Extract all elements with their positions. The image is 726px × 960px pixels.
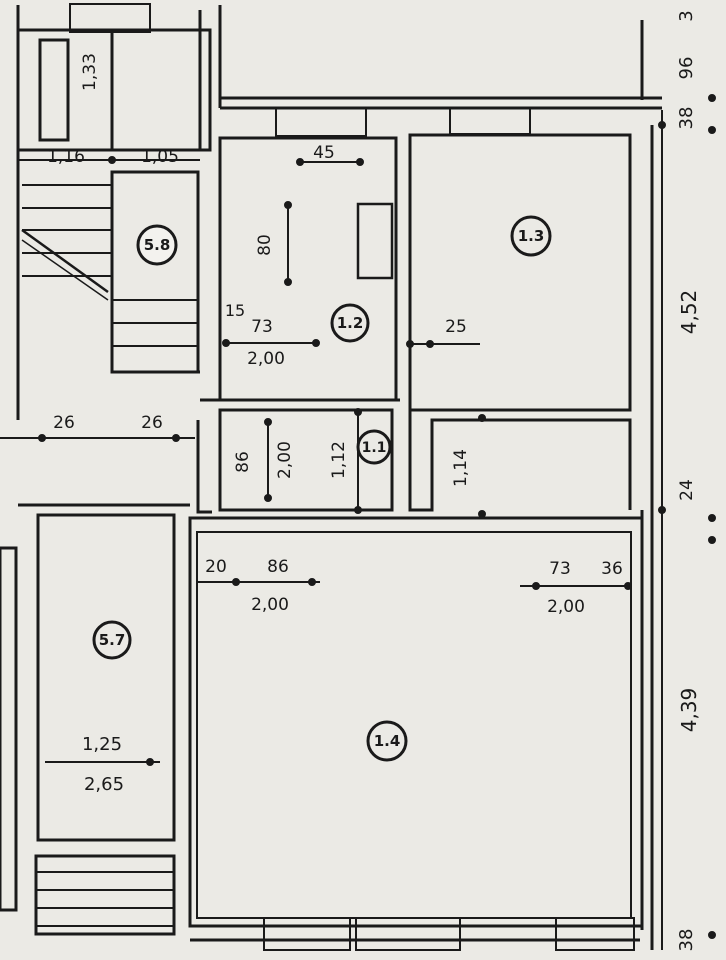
dim-96: 96 <box>676 57 697 80</box>
dim-2-65: 2,65 <box>84 774 124 795</box>
dim-4-39: 4,39 <box>677 688 701 733</box>
dim-4-52: 4,52 <box>677 290 701 335</box>
dim-80: 80 <box>255 234 275 256</box>
dim-20: 20 <box>205 557 227 577</box>
dim-73-upper: 73 <box>251 317 273 337</box>
room-1-4-label: 1.4 <box>366 720 408 762</box>
dim-25: 25 <box>445 317 467 337</box>
dimension-lines <box>0 45 716 950</box>
dimension-labels: 1,33 1,16 1,05 45 80 15 73 2,00 25 26 26… <box>47 10 701 951</box>
room-1-3-label: 1.3 <box>510 215 552 257</box>
dim-24: 24 <box>677 479 697 501</box>
dim-1-12: 1,12 <box>329 441 349 479</box>
dim-15: 15 <box>225 301 245 320</box>
wall-room-1-3 <box>408 133 632 412</box>
window-bottom-2 <box>355 917 461 951</box>
wall-room-5-7 <box>36 513 176 842</box>
dim-86-horizontal: 86 <box>267 557 289 577</box>
room-5-8-label: 5.8 <box>136 224 178 266</box>
wall-room-1-1 <box>218 408 394 512</box>
room-1-2-text: 1.2 <box>337 314 364 332</box>
room-5-8-text: 5.8 <box>144 236 171 254</box>
stair-treads-top <box>21 184 198 347</box>
wall-closet-inner <box>38 38 70 142</box>
dim-1-33: 1,33 <box>80 53 100 91</box>
dim-2-00-room-1-4-left: 2,00 <box>251 595 289 615</box>
dim-1-25: 1,25 <box>82 734 122 755</box>
dim-26-right: 26 <box>141 413 163 433</box>
wall-corridor-1-3 <box>408 410 632 512</box>
wall-door-jamb-left <box>196 420 212 514</box>
dim-3: 3 <box>676 10 697 21</box>
window-bottom-3 <box>555 917 635 951</box>
room-labels: 1.1 1.2 1.3 1.4 5.7 5.8 <box>92 215 552 762</box>
room-1-2-label: 1.2 <box>330 303 370 343</box>
window-top-1 <box>275 107 367 137</box>
dim-38-top: 38 <box>676 107 697 130</box>
cabinet-room-1-2 <box>356 202 394 280</box>
dim-2-00-room-1-2: 2,00 <box>247 349 285 369</box>
dim-1-05: 1,05 <box>141 147 179 167</box>
dim-2-00-room-1-1: 2,00 <box>275 441 295 479</box>
dim-86-vertical: 86 <box>233 451 253 473</box>
stair-treads-bottom <box>36 871 174 927</box>
dim-26-left: 26 <box>53 413 75 433</box>
wall-closet-top-stub-left <box>69 3 151 33</box>
dim-1-14: 1,14 <box>451 449 471 487</box>
dim-38-bottom: 38 <box>676 929 697 952</box>
room-1-1-text: 1.1 <box>362 440 387 456</box>
wall-stairs-bottom <box>34 854 176 936</box>
dim-73-lower: 73 <box>549 559 571 579</box>
dim-1-16: 1,16 <box>47 147 85 167</box>
walls <box>0 3 662 951</box>
room-5-7-label: 5.7 <box>92 620 132 660</box>
dim-2-00-room-1-4-right: 2,00 <box>547 597 585 617</box>
room-1-3-text: 1.3 <box>518 227 545 245</box>
room-1-4-text: 1.4 <box>374 732 401 750</box>
room-5-7-text: 5.7 <box>99 631 126 649</box>
dim-36: 36 <box>601 559 623 579</box>
window-bottom-1 <box>263 917 351 951</box>
dim-45: 45 <box>313 143 335 163</box>
room-1-1-label: 1.1 <box>356 429 392 465</box>
wall-left-panel <box>0 546 18 912</box>
